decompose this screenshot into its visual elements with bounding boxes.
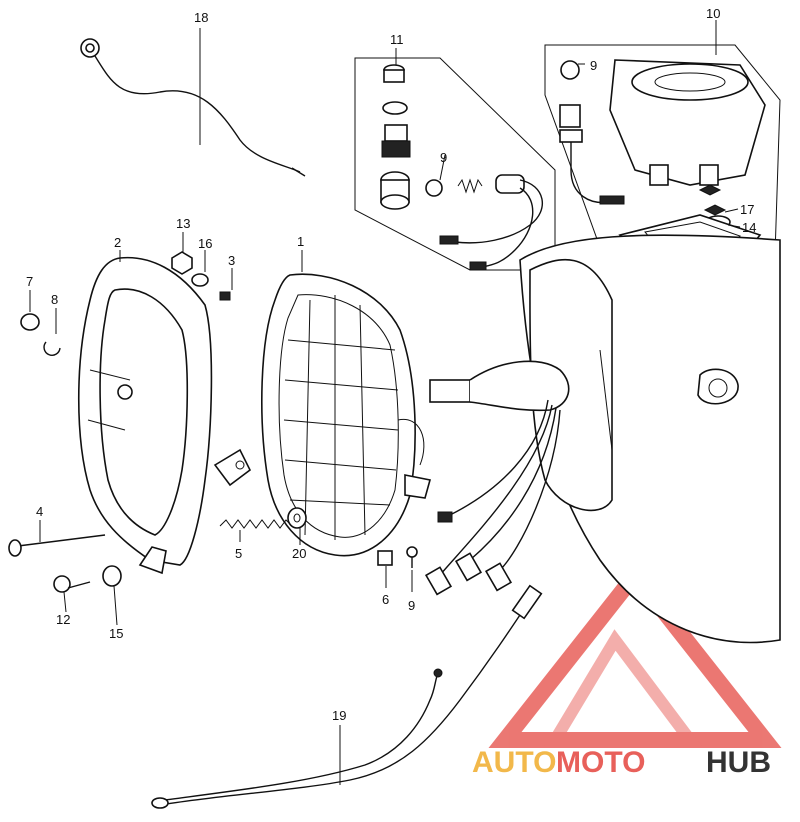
part-7 — [20, 313, 40, 331]
callout-15: 15 — [109, 626, 123, 641]
callout-2: 2 — [114, 235, 121, 250]
bulb-9 — [406, 546, 418, 558]
callout-9-meter: 9 — [590, 58, 597, 73]
socket-assembly-box — [354, 57, 556, 271]
headlight-rim — [77, 256, 252, 575]
washer-15 — [102, 565, 122, 587]
callout-7: 7 — [26, 274, 33, 289]
wire-harness-19 — [151, 584, 543, 809]
washer-20 — [287, 507, 307, 529]
washer-16 — [191, 273, 209, 287]
callout-13: 13 — [176, 216, 190, 231]
headlight-wiring — [424, 399, 561, 596]
headlight-unit — [261, 273, 570, 557]
callout-9-socket: 9 — [440, 150, 447, 165]
callout-1: 1 — [297, 234, 304, 249]
bolt-12 — [53, 575, 71, 593]
screw-3 — [219, 291, 231, 301]
leader-lines — [29, 20, 741, 785]
callout-16: 16 — [198, 236, 212, 251]
callout-18: 18 — [194, 10, 208, 25]
hardware — [8, 251, 418, 593]
callout-17: 17 — [740, 202, 754, 217]
callout-20: 20 — [292, 546, 306, 561]
callout-8: 8 — [51, 292, 58, 307]
headlight-case — [519, 234, 781, 644]
watermark-auto: AUTO — [472, 746, 556, 779]
clip-8 — [43, 341, 61, 356]
callout-12: 12 — [56, 612, 70, 627]
callout-19: 19 — [332, 708, 346, 723]
watermark-moto: MOTO — [556, 746, 645, 779]
part-6 — [377, 550, 393, 566]
callout-4: 4 — [36, 504, 43, 519]
watermark-hub: HUB — [706, 746, 771, 779]
screw-4 — [17, 534, 106, 547]
callout-11: 11 — [390, 32, 404, 47]
callout-labels: 18 11 10 9 9 17 14 1 2 13 16 3 7 8 4 5 2… — [26, 6, 756, 723]
callout-6: 6 — [382, 592, 389, 607]
watermark-logo — [488, 562, 782, 748]
ground-wire — [80, 38, 306, 177]
callout-9-bulb: 9 — [408, 598, 415, 613]
watermark-text: AUTO MOTO HUB — [472, 746, 771, 779]
nut-13 — [171, 251, 193, 275]
callout-14: 14 — [742, 220, 756, 235]
spring-5 — [219, 519, 293, 529]
callout-10: 10 — [706, 6, 720, 21]
callout-3: 3 — [228, 253, 235, 268]
callout-5: 5 — [235, 546, 242, 561]
